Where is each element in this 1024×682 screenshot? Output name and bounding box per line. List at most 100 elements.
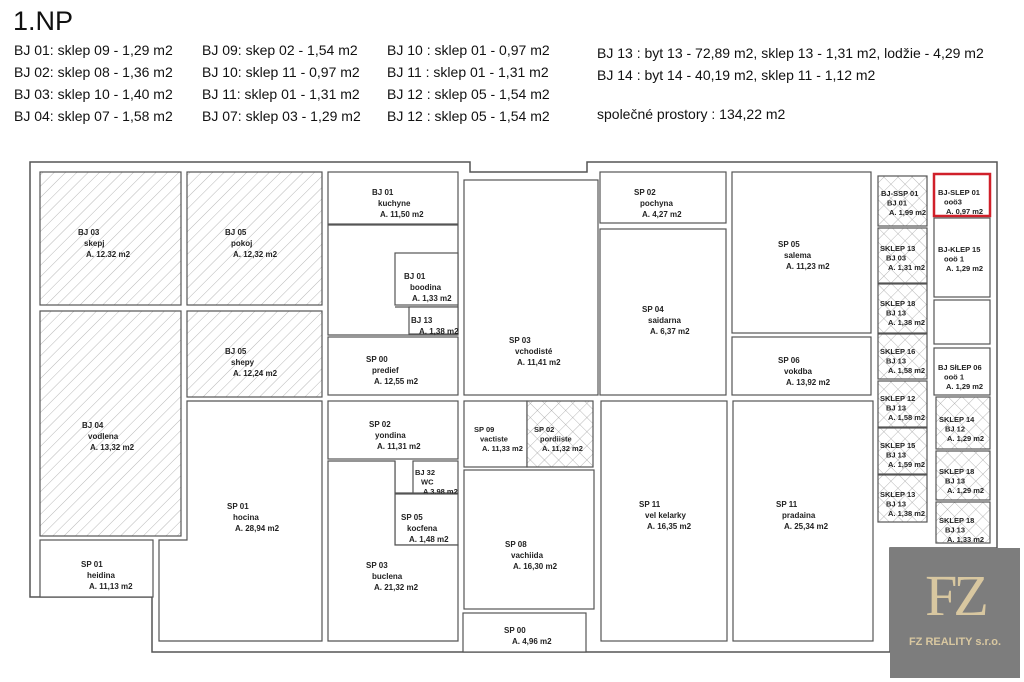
room-area: A. 11,23 m2 (786, 262, 830, 271)
room-outline (935, 396, 991, 450)
room-code: SKLEP 18 (880, 299, 915, 308)
room-sp-00: SP 00A. 4,96 m2 (462, 612, 587, 653)
room-name: vel kelarky (645, 511, 686, 520)
room-code: SP 11 (639, 500, 661, 509)
room-outline (463, 179, 599, 396)
room-area: A. 13,32 m2 (90, 443, 135, 452)
room-outline (935, 450, 991, 501)
room-area: A. 1,29 m2 (947, 434, 984, 443)
room-outline (39, 171, 182, 306)
room-name: salema (784, 251, 812, 260)
room-name: kocfena (407, 524, 438, 533)
room-code: SP 00 (366, 355, 388, 364)
room-code: SKLEP 18 (939, 467, 974, 476)
room-area: A. 1,59 m2 (888, 460, 925, 469)
room-outline (599, 228, 727, 396)
room-code: SP 03 (366, 561, 388, 570)
room-name: pochyna (640, 199, 673, 208)
room-code: BJ 05 (225, 347, 247, 356)
room-code: SP 06 (778, 356, 800, 365)
room-area: A. 12.32 m2 (86, 250, 131, 259)
room-code: SP 02 (534, 425, 554, 434)
room-code: BJ 03 (78, 228, 100, 237)
room-outline (935, 501, 991, 544)
room-outline (877, 380, 928, 428)
room-outline (394, 252, 459, 306)
room-code: SP 01 (81, 560, 103, 569)
room-empty (933, 299, 991, 345)
legend-item: BJ 01: sklep 09 - 1,29 m2 (14, 42, 173, 58)
room-outline (732, 400, 874, 642)
room-name: shepy (231, 358, 255, 367)
room-code: BJ SłLEP 06 (938, 363, 982, 372)
room-outline (463, 400, 528, 468)
room-name: BJ 13 (886, 357, 906, 366)
room-area: A. 13,92 m2 (786, 378, 831, 387)
room-name: BJ 12 (945, 425, 965, 434)
room-name: vactiste (480, 435, 508, 444)
room-code: SP 11 (776, 500, 798, 509)
room-code: SKLEP 13 (880, 244, 915, 253)
room-area: A. 1,58 m2 (888, 413, 925, 422)
room-area: A. 11,13 m2 (89, 582, 133, 591)
room-code: SP 03 (509, 336, 531, 345)
room-area: A. 25,34 m2 (784, 522, 829, 531)
legend-item: BJ 02: sklep 08 - 1,36 m2 (14, 64, 173, 80)
room-outline (877, 227, 928, 284)
legend-item: BJ 12 : sklep 05 - 1,54 m2 (387, 86, 550, 102)
room-name: BJ 13 (886, 309, 906, 318)
room-outline (600, 400, 728, 642)
room-area: A. 0,97 m2 (946, 207, 983, 216)
room-code: BJ 05 (225, 228, 247, 237)
legend-item: BJ 10 : sklep 01 - 0,97 m2 (387, 42, 550, 58)
room-outline (186, 171, 323, 306)
room-name: BJ 13 (945, 477, 965, 486)
legend-item: BJ 10: sklep 11 - 0,97 m2 (202, 64, 360, 80)
room-outline (933, 347, 991, 396)
room-outline (526, 400, 594, 468)
room-code: SKLEP 12 (880, 394, 915, 403)
room-area: A. 1,29 m2 (947, 486, 984, 495)
room-code: SKLEP 18 (939, 516, 974, 525)
room-outline (933, 217, 991, 298)
company-logo: FZ FZ REALITY s.r.o. (890, 548, 1020, 678)
room-area: A. 12,55 m2 (374, 377, 419, 386)
room-bj-04: BJ 04 vodlena A. 13,32 m2 (39, 310, 182, 537)
room-outline (877, 175, 928, 227)
room-outline (731, 336, 872, 396)
room-area: A. 1,38 m2 (888, 509, 925, 518)
room-name: vodlena (88, 432, 119, 441)
room-outline (933, 299, 991, 345)
room-name: ooö 1 (944, 373, 964, 382)
room-outline (877, 283, 928, 334)
room-area: A. 1,38 m2 (419, 327, 459, 336)
room-name: vchodisté (515, 347, 553, 356)
room-outline (877, 427, 928, 475)
room-code: BJ 32 (415, 468, 435, 477)
room-outline (462, 612, 587, 653)
room-area: A. 12,24 m2 (233, 369, 278, 378)
legend-item: BJ 12 : sklep 05 - 1,54 m2 (387, 108, 550, 124)
room-bj-13: BJ 13A. 1,38 m2 (408, 306, 459, 336)
room-code: BJ 04 (82, 421, 104, 430)
legend-item: BJ 07: sklep 03 - 1,29 m2 (202, 108, 361, 124)
room-code: SP 05 (778, 240, 800, 249)
